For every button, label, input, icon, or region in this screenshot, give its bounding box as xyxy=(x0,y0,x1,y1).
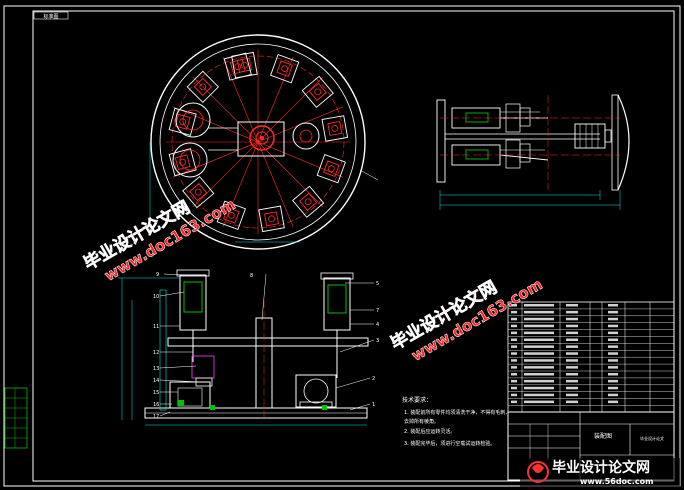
tech-notes-title: 技术要求： xyxy=(402,396,432,404)
part-number: 3 xyxy=(376,338,379,344)
fixture-station xyxy=(258,205,285,233)
part-number: 9 xyxy=(156,272,159,278)
part-number: 8 xyxy=(250,273,253,279)
tech-note-line: 去掉所有棱角。 xyxy=(404,418,439,425)
part-number: 11 xyxy=(153,324,159,330)
fixture-station xyxy=(223,52,252,81)
bill-of-materials xyxy=(507,301,675,413)
fixture-station xyxy=(316,154,346,184)
fixture-station xyxy=(292,185,325,218)
fixture-station xyxy=(321,115,349,142)
side-strip xyxy=(4,387,28,449)
svg-text:www.56doc.com: www.56doc.com xyxy=(580,477,653,486)
title-block-company: 毕业设计论文 xyxy=(640,435,664,441)
corner-tag-box xyxy=(33,11,69,20)
part-number: 7 xyxy=(376,308,379,314)
tech-note-line: 1. 装配前所有零件均须清洗干净，不得有毛刺、 xyxy=(404,409,510,416)
side-view-cylinders xyxy=(436,94,630,210)
drawing-name: 装配图 xyxy=(594,432,612,440)
top-view-rotary-table xyxy=(149,34,379,250)
part-number: 10 xyxy=(153,294,159,300)
part-number: 1 xyxy=(372,402,375,408)
part-number: 15 xyxy=(153,390,159,396)
fixture-station xyxy=(301,75,334,108)
fixture-station xyxy=(270,54,300,84)
corner-tag: 标准图 xyxy=(43,13,58,20)
part-number: 4 xyxy=(376,322,379,328)
inner-frame xyxy=(32,10,675,482)
svg-text:毕业设计论文网: 毕业设计论文网 xyxy=(552,459,650,476)
part-number: 13 xyxy=(153,366,159,372)
footer-logo: 毕业设计论文网 www.56doc.com xyxy=(520,458,680,488)
technical-requirements: 技术要求： 1. 装配前所有零件均须清洗干净，不得有毛刺、 去掉所有棱角。 2.… xyxy=(402,396,510,447)
tech-note-line: 3. 装配完毕后，须进行空载试运转检验。 xyxy=(404,440,495,447)
fixture-station xyxy=(216,200,246,230)
part-number: 16 xyxy=(153,402,159,408)
fixture-station xyxy=(186,70,220,104)
part-number: 5 xyxy=(376,281,379,287)
part-number: 12 xyxy=(153,350,159,356)
fixture-station xyxy=(168,148,197,177)
part-number: 14 xyxy=(153,378,159,384)
fixture-station xyxy=(182,176,215,209)
part-leaders xyxy=(159,273,375,417)
part-number: 17 xyxy=(153,414,159,420)
part-number: 2 xyxy=(372,376,375,382)
outer-frame xyxy=(3,5,681,487)
tech-note-line: 2. 装配后应运转灵活。 xyxy=(404,428,455,435)
